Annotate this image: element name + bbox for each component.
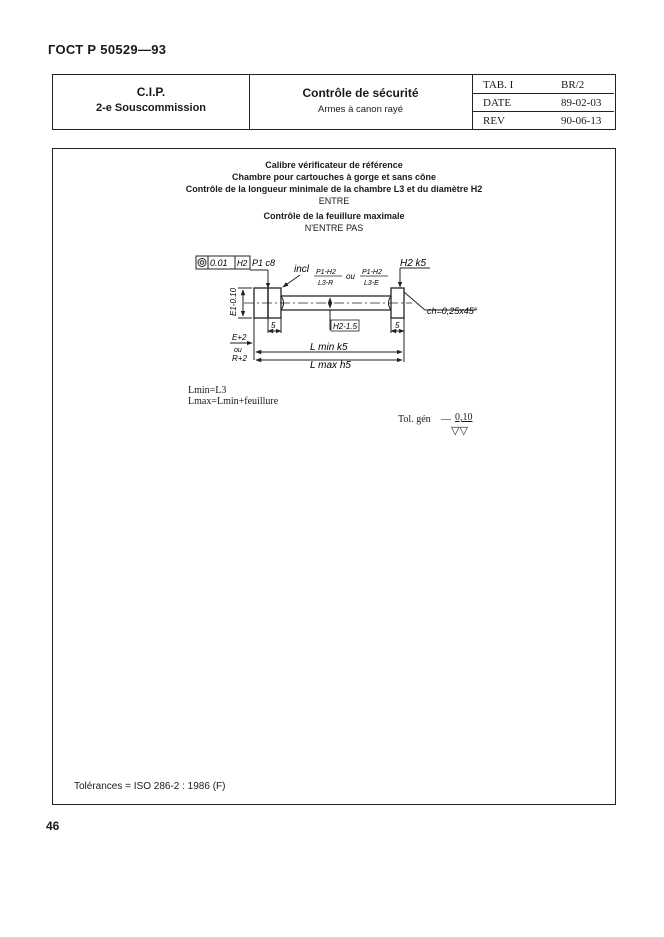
formula-or: ou — [346, 272, 355, 281]
title-nentre-pas: N'ENTRE PAS — [304, 223, 364, 233]
title-controle: Contrôle de la longueur minimale de la c… — [185, 184, 483, 194]
tab-value: BR/2 — [561, 79, 585, 91]
dim-lmin: L min k5 — [310, 342, 348, 353]
title-entre: ENTRE — [318, 196, 350, 206]
org-name: C.I.P. — [136, 85, 166, 99]
footer-tolerances: Tolérances = ISO 286-2 : 1986 (F) — [74, 781, 226, 792]
formula2-den: L3-E — [364, 280, 379, 287]
rev-value: 90-06-13 — [561, 115, 602, 127]
tab-label: TAB. I — [483, 79, 514, 91]
tol-gen-value: 0,10 — [455, 412, 473, 423]
tol-gen-dash: — — [441, 414, 451, 425]
tolerance-value: 0.01 — [210, 258, 228, 268]
header-title: Contrôle de sécurité — [302, 86, 419, 100]
formula1-den: L3-R — [318, 280, 333, 287]
dim-lmax: L max h5 — [310, 360, 351, 371]
row-divider — [472, 93, 614, 94]
datum-label: H2 — [237, 259, 248, 268]
header-divider — [472, 75, 473, 129]
right-fit-label: H2 k5 — [400, 258, 427, 269]
date-label: DATE — [483, 97, 512, 109]
formula2-num: P1-H2 — [362, 269, 382, 276]
subcommission: 2-e Souscommission — [95, 102, 207, 114]
dim-ou: ou — [234, 347, 242, 354]
tolerance-frame — [195, 255, 251, 270]
dim-5-right: 5 — [395, 321, 400, 330]
lmin-formula: Lmin=L3 — [188, 385, 227, 396]
dim-r: R+2 — [232, 354, 247, 363]
title-feuillure: Contrôle de la feuillure maximale — [263, 211, 405, 221]
lmax-formula: Lmax=Lmin+feuillure — [188, 396, 279, 407]
incl-label: incl — [294, 264, 310, 275]
content-frame — [52, 148, 616, 805]
row-divider — [472, 111, 614, 112]
vertical-dim: E1-0.10 — [229, 287, 238, 316]
formula1-num: P1-H2 — [316, 269, 336, 276]
header-box: C.I.P. 2-e Souscommission Contrôle de sé… — [52, 74, 616, 130]
document-code: ГОСТ Р 50529—93 — [48, 42, 167, 57]
rev-label: REV — [483, 115, 505, 127]
title-chambre: Chambre pour cartouches à gorge et sans … — [231, 172, 437, 182]
chamfer-label: ch=0,25x45° — [427, 306, 478, 316]
tol-gen-label: Tol. gén — [398, 414, 431, 425]
left-fit-label: P1 c8 — [252, 258, 275, 268]
header-subtitle: Armes à canon rayé — [317, 104, 403, 115]
dim-h2: H2-1.5 — [333, 322, 358, 331]
date-value: 89-02-03 — [561, 97, 602, 109]
header-divider — [249, 75, 250, 129]
surface-finish-symbol: ▽▽ — [451, 425, 468, 437]
title-calibre: Calibre vérificateur de référence — [265, 160, 403, 170]
page-number: 46 — [46, 819, 60, 833]
dim-e: E+2 — [232, 333, 247, 342]
dim-5-left: 5 — [271, 321, 276, 330]
